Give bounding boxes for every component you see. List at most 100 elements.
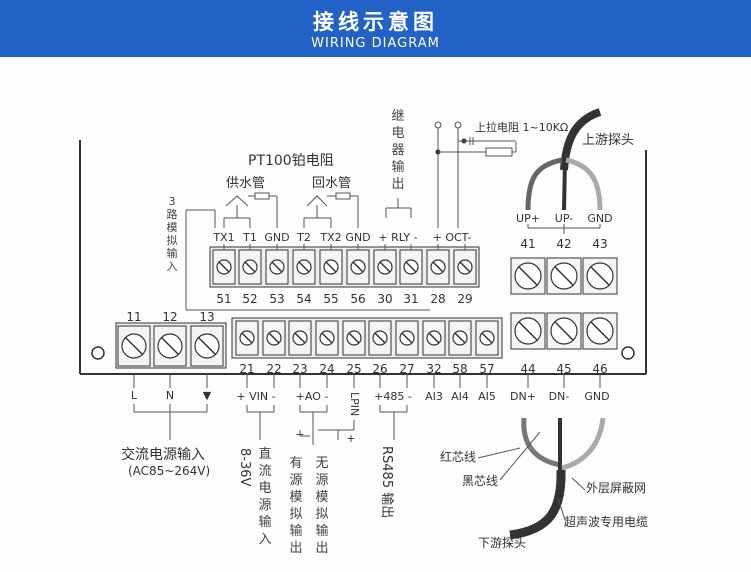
screw-slot [325, 261, 337, 273]
cable-label: 超声波专用电缆 [564, 515, 649, 529]
rs485-output-label: RS485 输出 [379, 446, 394, 519]
screw-slot [590, 321, 610, 341]
header-banner: 接线示意图 WIRING DIAGRAM [0, 0, 751, 57]
return-pipe-label: 回水管 [312, 176, 352, 191]
screw-slot [321, 332, 333, 344]
screw-slot [244, 261, 256, 273]
terminal-number: 23 [292, 362, 308, 376]
vin-label: + VIN - [236, 390, 276, 403]
terminal-number: 32 [426, 362, 442, 376]
rtd-symbol [306, 195, 328, 207]
minus-sign: − [295, 428, 305, 441]
terminal-number: 43 [592, 237, 608, 251]
terminal-number: 21 [239, 362, 255, 376]
terminal-number: 44 [520, 362, 536, 376]
screw-slot [554, 321, 574, 341]
terminal-number: 13 [199, 310, 215, 324]
terminal-number: 53 [269, 292, 285, 306]
screw-slot [352, 261, 364, 273]
power-label: N [165, 389, 175, 402]
supply-pipe-label: 供水管 [226, 176, 266, 191]
wire [571, 477, 586, 491]
terminal-number: 42 [556, 237, 572, 251]
terminal-label: TX1 [213, 231, 235, 244]
terminal-number: 30 [377, 292, 393, 306]
ac-range-label: (AC85~264V) [128, 464, 211, 478]
mount-hole-icon [621, 346, 635, 360]
terminal-number: 24 [319, 362, 335, 376]
terminal-number: 54 [296, 292, 312, 306]
ac-power-label: 交流电源输入 [121, 447, 205, 463]
screw-slot [432, 261, 444, 273]
terminal-number: 28 [430, 292, 446, 306]
terminal-number: 31 [403, 292, 419, 306]
rs485-label: +485 - [374, 390, 412, 403]
downstream-probe-label: 下游探头 [478, 536, 527, 550]
terminal-number: 26 [372, 362, 388, 376]
screw-slot [428, 332, 440, 344]
resistor-icon [335, 192, 351, 200]
dn-gnd-wire [561, 417, 606, 471]
terminal-dot [434, 121, 442, 129]
downstream-cable [509, 469, 566, 540]
red-core-label: 红芯线 [440, 450, 477, 464]
up-gnd-wire [565, 157, 603, 211]
terminal-number: 22 [266, 362, 282, 376]
terminal-number: 45 [556, 362, 572, 376]
terminal-number: 46 [592, 362, 608, 376]
screw-slot [518, 321, 538, 341]
screw-slot [554, 266, 574, 286]
terminal-number: 25 [346, 362, 362, 376]
page-subtitle: WIRING DIAGRAM [311, 36, 440, 51]
terminal-dot [454, 121, 462, 129]
terminal-label: T2 [297, 231, 311, 244]
screw-slot [590, 266, 610, 286]
oct-label: + OCT- [432, 231, 472, 244]
shield-label: 外层屏蔽网 [586, 481, 647, 495]
rtd-symbol [225, 195, 249, 207]
rly-label: + RLY - [378, 231, 418, 244]
plus-sign: + [346, 432, 356, 445]
terminal-number: 27 [399, 362, 415, 376]
screw-slot [271, 261, 283, 273]
screw-slot [241, 332, 253, 344]
screw-slot [454, 332, 466, 344]
relay-output-label: 继电器输出 [391, 109, 405, 192]
terminal-number: 58 [452, 362, 468, 376]
dc-range-label: 8-36V [237, 448, 252, 487]
screw-slot [348, 332, 360, 344]
analog-input-label: 3路模拟输入 [166, 195, 178, 273]
upstream-probe-label: 上游探头 [582, 133, 635, 148]
terminal-label: GND [345, 231, 371, 244]
ai-label: AI5 [478, 390, 496, 403]
screw-slot [481, 332, 493, 344]
page-title: 接线示意图 [313, 10, 438, 34]
screw-slot [161, 337, 179, 355]
downstream-label: GND [584, 390, 610, 403]
downstream-label: DN+ [510, 390, 536, 403]
power-label: L [130, 389, 138, 402]
screw-slot [518, 266, 538, 286]
wire [477, 447, 521, 459]
terminal-number: 12 [162, 310, 178, 324]
terminal-label: TX2 [320, 231, 342, 244]
passive-ao-label: 无源模拟输出 [315, 456, 329, 556]
screw-slot [374, 332, 386, 344]
downstream-label: DN- [548, 390, 570, 403]
screw-slot [294, 332, 306, 344]
screw-slot [379, 261, 391, 273]
screw-slot [298, 261, 310, 273]
ai-label: AI4 [451, 390, 469, 403]
screw-slot [401, 332, 413, 344]
active-ao-label: 有源模拟输出 [289, 456, 303, 556]
resistor-icon [254, 192, 270, 200]
ao-label: +AO - [295, 390, 329, 403]
upstream-label: UP+ [516, 212, 540, 225]
resistor-icon [485, 147, 513, 157]
terminal-number: 52 [242, 292, 258, 306]
terminal-label: GND [264, 231, 290, 244]
screw-slot [125, 337, 143, 355]
lpin-label: LPIN [348, 392, 361, 417]
